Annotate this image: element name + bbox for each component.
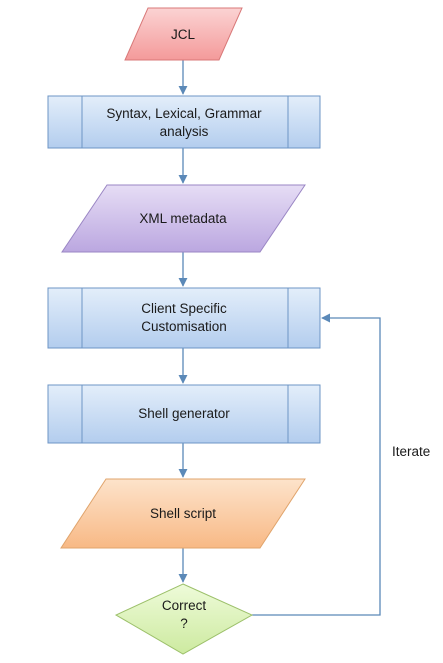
customisation-node	[47, 287, 321, 349]
shell-generator-label: Shell generator	[138, 406, 230, 421]
decision-label-line2: ?	[180, 616, 188, 631]
xml-metadata-label: XML metadata	[139, 211, 227, 226]
jcl-node	[124, 7, 243, 61]
customisation-label-line1: Client Specific	[141, 301, 227, 316]
analysis-node	[47, 95, 321, 149]
analysis-label-line2: analysis	[160, 124, 209, 139]
shell-script-label: Shell script	[150, 506, 216, 521]
analysis-label-line1: Syntax, Lexical, Grammar	[106, 106, 262, 121]
connector-iterate-loop	[252, 313, 381, 616]
decision-label-line1: Correct	[162, 598, 207, 613]
decision-node	[114, 583, 254, 655]
xml-metadata-node	[61, 184, 306, 253]
jcl-label: JCL	[171, 27, 195, 42]
shell-script-node	[60, 478, 306, 549]
customisation-label-line2: Customisation	[141, 319, 227, 334]
shell-generator-node	[47, 384, 321, 444]
iterate-label: Iterate	[392, 444, 430, 459]
